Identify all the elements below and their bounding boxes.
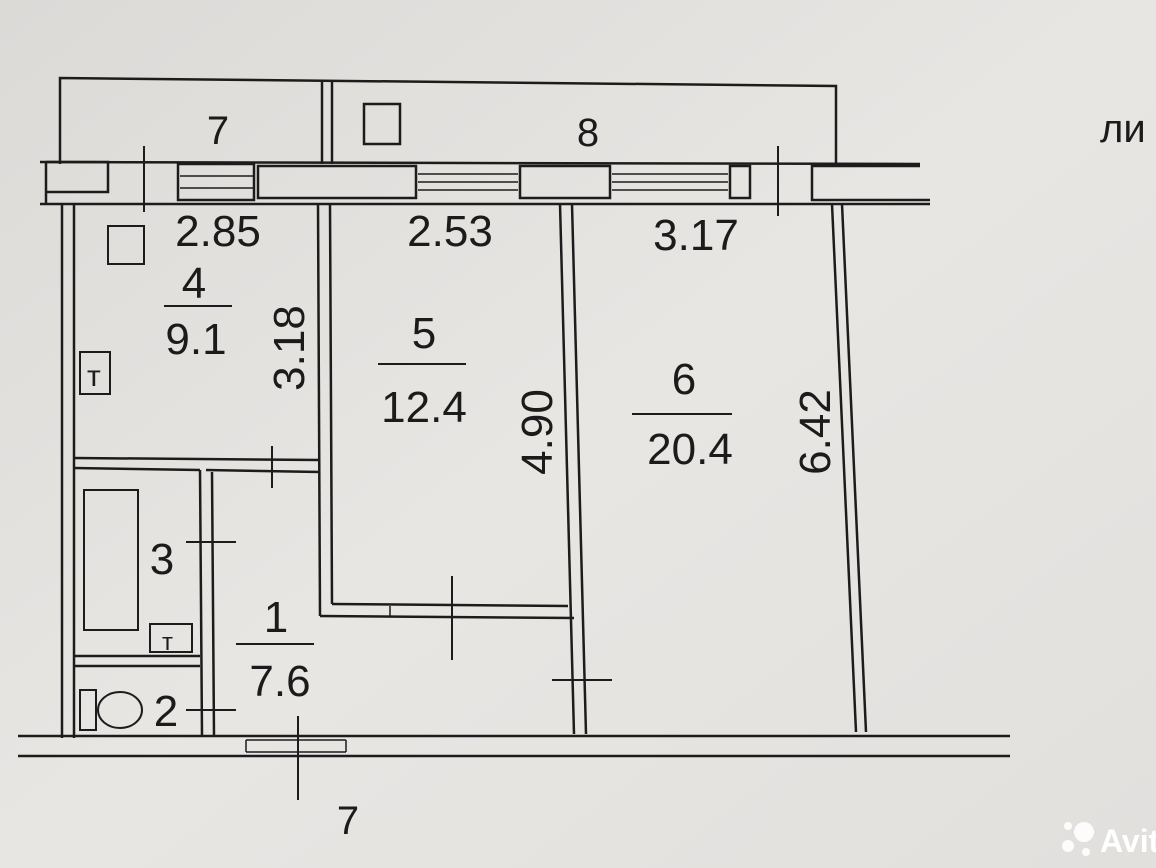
room4-number: 4 [182, 259, 206, 308]
avito-logo-icon [1062, 822, 1094, 856]
room2-number: 2 [154, 687, 178, 736]
room5-area: 12.4 [381, 383, 467, 432]
right-wall [830, 203, 868, 733]
width-room4: 2.85 [175, 207, 261, 256]
room4-bottom-wall [73, 446, 321, 488]
room6-number: 6 [672, 355, 696, 404]
bottom-wall [18, 716, 1010, 800]
top-number-left: 7 [207, 109, 229, 153]
height-room5: 4.90 [513, 389, 562, 475]
partition-4-5 [316, 203, 334, 617]
kitchen-box-icon [107, 225, 145, 265]
balcony [58, 76, 838, 164]
width-room6: 3.17 [653, 211, 739, 260]
height-room4: 3.18 [265, 305, 314, 391]
sink-glyph: т [162, 629, 173, 656]
room3-number: 3 [150, 535, 174, 584]
height-room6: 6.42 [791, 389, 840, 475]
room4-area: 9.1 [165, 315, 226, 364]
left-wall [60, 204, 76, 738]
sink-icon [149, 623, 193, 653]
room5-number: 5 [412, 309, 436, 358]
balcony-box-icon [362, 102, 402, 146]
stove-glyph: т [87, 360, 101, 393]
room1-number: 1 [264, 593, 288, 642]
room5-bottom-wall [319, 576, 575, 660]
stove-icon [79, 351, 111, 395]
avito-watermark-text: Avito [1100, 823, 1156, 859]
corner-text: ли [1100, 107, 1146, 151]
bathroom-partition [74, 469, 236, 737]
top-number-right: 8 [577, 111, 599, 155]
partition-5-6 [552, 203, 612, 735]
bathtub-icon [83, 489, 139, 631]
room1-area: 7.6 [249, 657, 310, 706]
room6-area: 20.4 [647, 425, 733, 474]
toilet-icon [79, 689, 143, 731]
width-room5: 2.53 [407, 207, 493, 256]
bottom-number: 7 [337, 799, 359, 843]
top-wall [39, 146, 930, 216]
avito-watermark: Avito [1062, 822, 1156, 859]
